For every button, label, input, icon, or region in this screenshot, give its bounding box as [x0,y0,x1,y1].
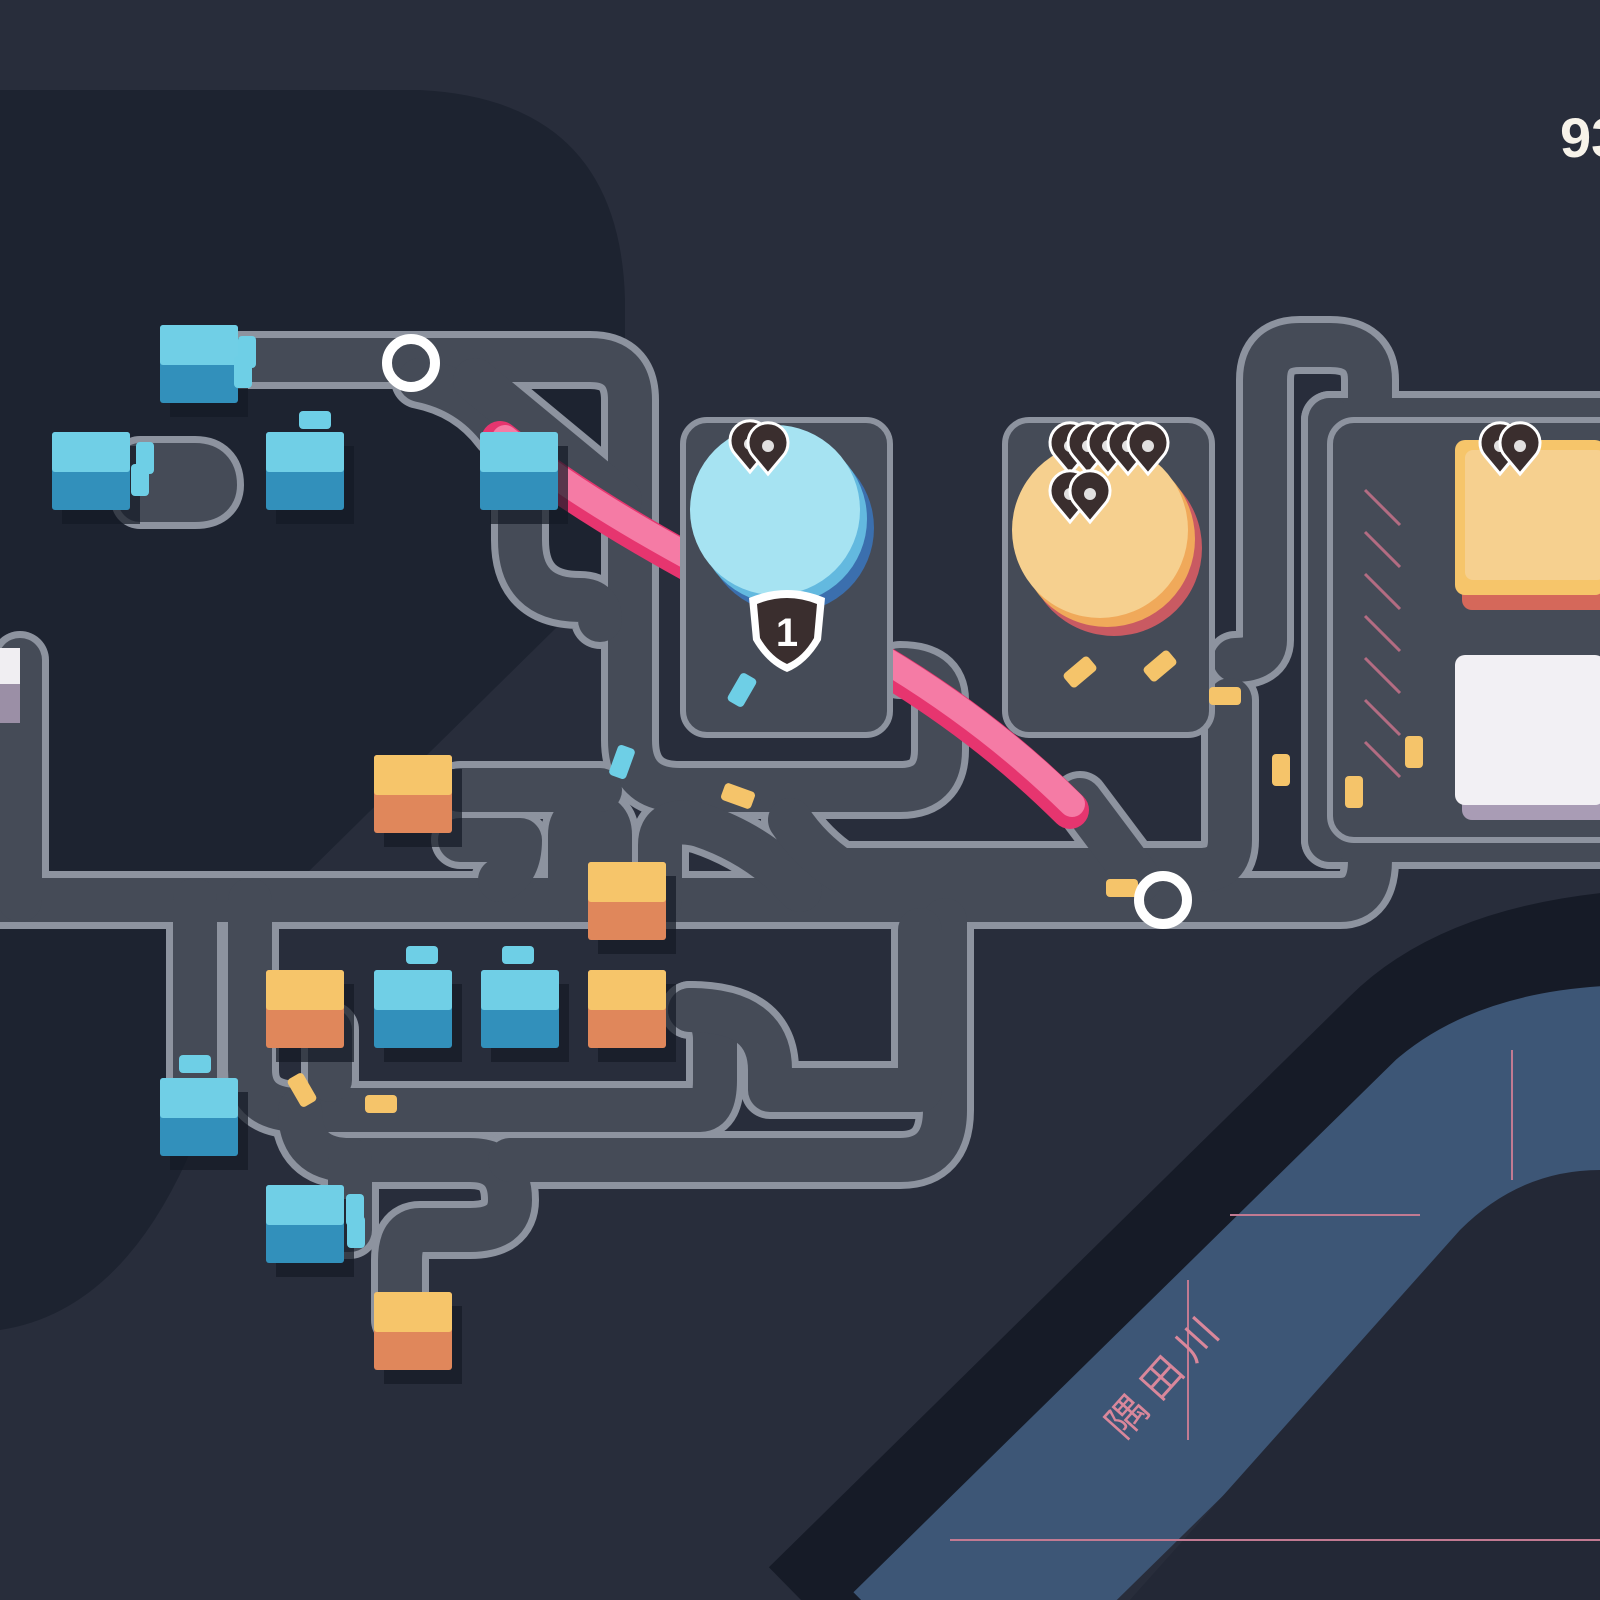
car [299,411,331,429]
white-house[interactable] [0,648,20,723]
demand-pin-icon [1498,421,1542,477]
dark-land [1130,1170,1600,1600]
road[interactable] [0,323,1392,922]
river-grid-line [950,1050,1600,1541]
car [131,464,149,496]
orange-house[interactable] [588,970,676,1062]
demand-pin-icon [746,421,790,477]
blue-house[interactable] [160,1078,248,1170]
car [1063,656,1097,688]
river [853,986,1600,1600]
road[interactable] [488,898,967,1182]
car [1272,754,1290,786]
parking-stripe [1363,488,1402,527]
car [721,783,755,809]
road[interactable] [1058,778,1162,902]
road[interactable] [768,678,1252,892]
blue-house[interactable] [266,432,354,524]
road[interactable] [668,908,942,1112]
parking-stripe [1363,614,1402,653]
blue-house[interactable] [480,432,568,524]
car [287,1073,317,1107]
road[interactable] [498,418,622,642]
demand-pin-icon [1068,469,1112,525]
pink-destination-building[interactable] [1455,655,1600,820]
car [406,946,438,964]
car [347,1216,365,1248]
road[interactable] [278,1088,532,1342]
highway-shield-number: 1 [776,611,798,655]
car [1405,736,1423,768]
demand-pin-icon [1126,421,1170,477]
parking-stripe [1363,656,1402,695]
blue-house[interactable] [266,1185,354,1277]
roundabout[interactable] [1134,871,1192,929]
parking-stripe [1363,530,1402,569]
blue-destination[interactable] [690,425,874,613]
car [1143,650,1177,682]
car [1209,687,1241,705]
car [1345,776,1363,808]
car [727,673,757,707]
car [234,356,252,388]
score-counter: 93 [1560,106,1600,169]
car [179,1055,211,1073]
car [502,946,534,964]
parking-stripe [1363,572,1402,611]
road[interactable] [548,793,632,922]
blue-house[interactable] [52,432,140,524]
orange-house[interactable] [588,862,676,954]
car [365,1095,397,1113]
orange-house[interactable] [374,1292,462,1384]
orange-house[interactable] [374,755,462,847]
orange-destination-building[interactable] [1455,440,1600,610]
car [1106,879,1138,897]
parking-stripe [1363,698,1402,737]
orange-house[interactable] [266,970,354,1062]
road[interactable] [438,818,542,902]
road[interactable] [118,443,237,522]
blue-house[interactable] [374,970,462,1062]
highway-shield[interactable]: 1 [749,590,825,672]
car [609,745,635,779]
blue-house[interactable] [481,970,569,1062]
road[interactable] [638,800,822,922]
roundabout[interactable] [382,334,440,392]
parking-stripe [1363,740,1402,779]
